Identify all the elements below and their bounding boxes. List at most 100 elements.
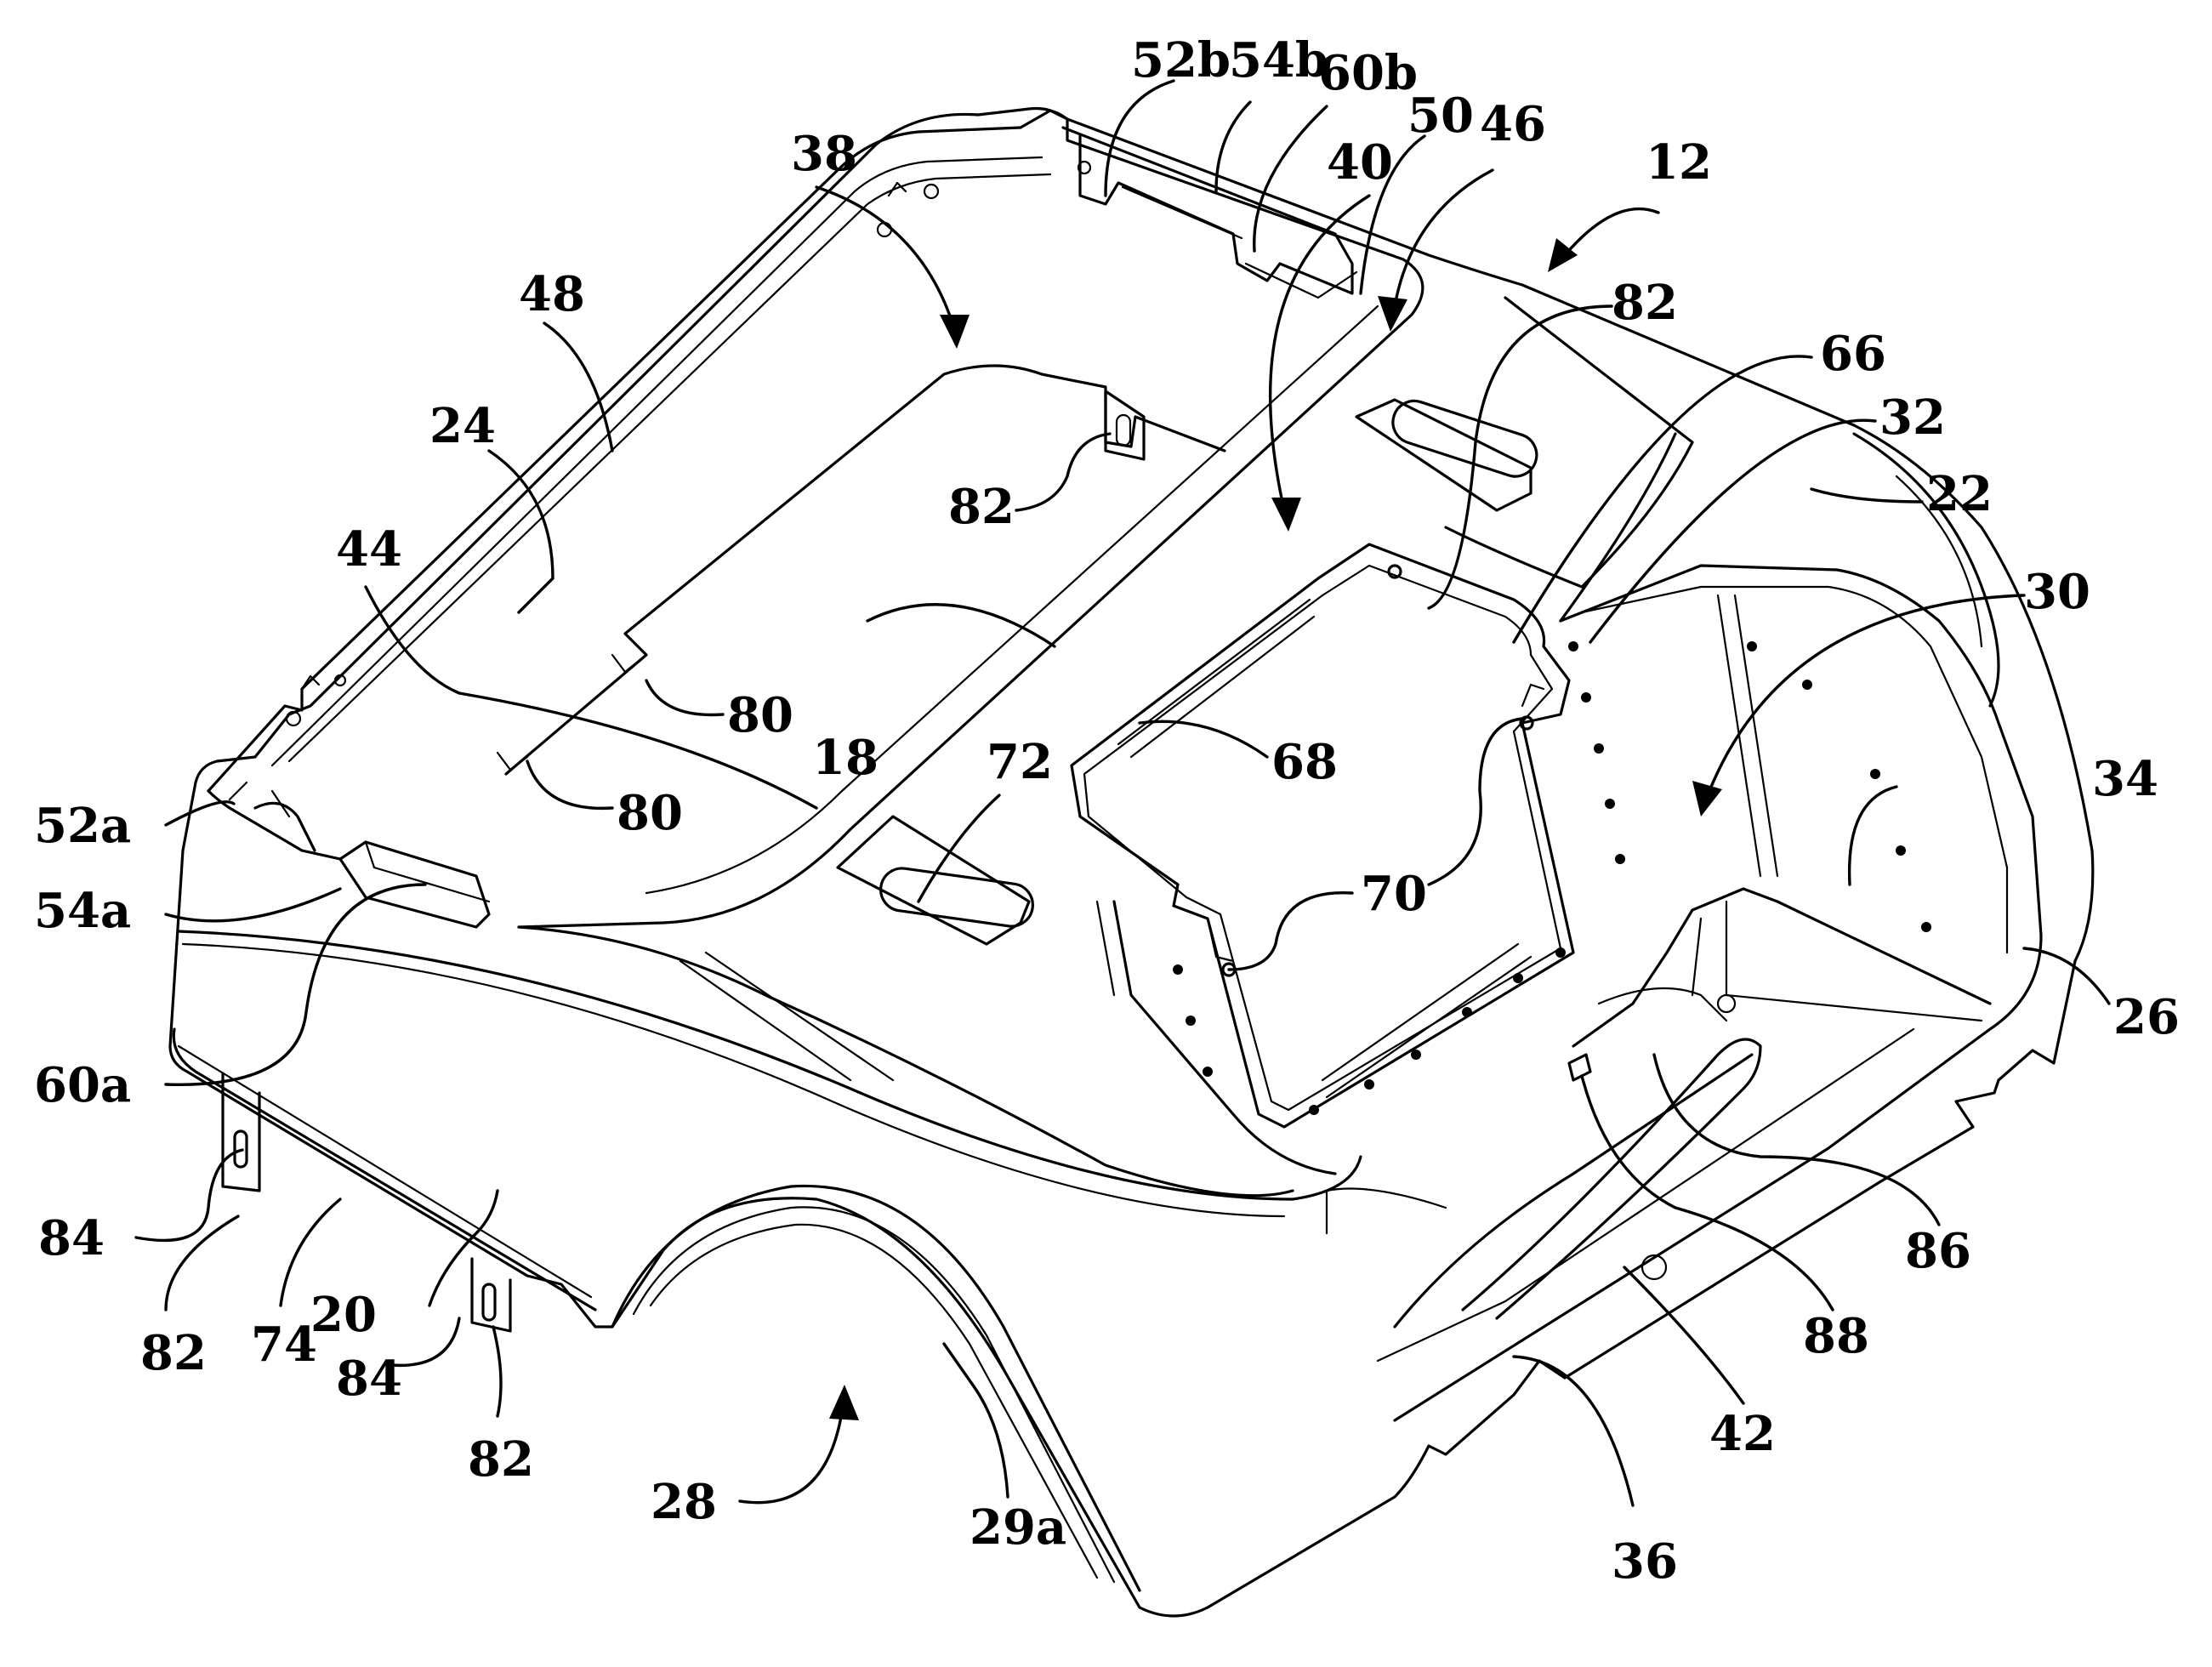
bracket-54a-inner: [366, 842, 489, 902]
ref-84-left: 84: [38, 1210, 105, 1266]
ref-18: 18: [812, 730, 879, 786]
seat-well-inner-rim-2: [289, 174, 1050, 761]
compartment-crease: [1718, 595, 1777, 876]
fastener-hole: [1555, 947, 1566, 958]
ref-42: 42: [1709, 1406, 1776, 1462]
arrow-46: [1378, 296, 1407, 332]
clip-88: [1569, 1055, 1590, 1080]
ref-12: 12: [1646, 134, 1712, 191]
compartment-inner: [1582, 587, 2007, 953]
ref-34: 34: [2092, 751, 2158, 807]
fastener-holes: [1173, 641, 1931, 1115]
leader-60a: [166, 885, 425, 1084]
compartment-floor: [1573, 889, 1990, 1046]
rear-seat-well: [208, 111, 1423, 927]
opening-flange-2: [1322, 944, 1531, 1097]
ref-30: 30: [2024, 564, 2090, 620]
leader-36: [1514, 1357, 1633, 1505]
leader-22: [1811, 489, 1922, 502]
leader-82-left: [166, 1216, 238, 1310]
leader-54a: [166, 889, 340, 921]
ref-60b: 60b: [1318, 45, 1418, 101]
fastener-hole: [1747, 641, 1757, 651]
fastener-hole: [1870, 769, 1880, 779]
leader-80-upper: [646, 680, 723, 715]
ref-20: 20: [310, 1287, 377, 1343]
arrow-28: [829, 1385, 859, 1420]
fastener-hole: [1186, 1016, 1196, 1026]
arrow-38: [940, 315, 970, 349]
ref-52b: 52b: [1131, 32, 1231, 88]
leader-34: [1850, 787, 1896, 885]
ref-74: 74: [251, 1317, 317, 1373]
arrow-40: [1271, 498, 1301, 532]
fastener-hole: [1615, 854, 1625, 864]
seat-well-left-rim: [208, 128, 1021, 791]
ref-82-left: 82: [140, 1325, 207, 1381]
divider-notch-2: [498, 753, 527, 770]
compartment-wall: [1327, 1189, 1446, 1234]
ref-44: 44: [336, 521, 402, 577]
ref-46: 46: [1480, 96, 1546, 152]
fastener-hole: [1921, 922, 1931, 932]
center-panel-right-edge-2: [1561, 434, 1675, 621]
ref-40: 40: [1327, 134, 1393, 191]
leader-84-left: [136, 1150, 242, 1240]
ref-82-bottom: 82: [468, 1431, 534, 1488]
ref-38: 38: [791, 126, 857, 182]
skirt-bead: [179, 1046, 591, 1297]
leader-66: [1514, 356, 1811, 642]
seat-well-inner-rim: [272, 157, 1042, 765]
body-outline: [170, 109, 2093, 1617]
mount-tab-right-slot: [483, 1284, 495, 1320]
ref-80-upper: 80: [727, 687, 793, 743]
ref-32: 32: [1879, 390, 1946, 446]
leader-20: [429, 1191, 498, 1306]
fastener-hole: [1802, 680, 1812, 690]
opening-inner: [1084, 566, 1561, 1110]
leader-46: [1395, 170, 1493, 306]
ref-80-lower: 80: [617, 785, 683, 841]
rail-hole-3: [924, 185, 938, 198]
leader-72: [918, 795, 999, 902]
ref-52a: 52a: [34, 798, 131, 854]
ref-70: 70: [1361, 866, 1427, 922]
ref-29a: 29a: [970, 1499, 1066, 1556]
ref-24: 24: [429, 398, 496, 454]
leader-82-bottom: [493, 1327, 501, 1416]
ref-48: 48: [519, 266, 585, 322]
leader-12: [1565, 209, 1658, 255]
leader-18: [867, 605, 1055, 646]
fastener-hole: [1364, 1079, 1374, 1090]
fastener-hole: [1411, 1050, 1421, 1060]
fastener-hole: [1896, 845, 1906, 856]
fastener-hole: [1605, 799, 1615, 809]
leader-70-lower: [1229, 893, 1352, 970]
top-tab-82: [1106, 391, 1144, 459]
fastener-hole: [1568, 641, 1578, 651]
leader-42: [1624, 1267, 1743, 1403]
leader-lines: [136, 81, 2109, 1505]
fastener-hole: [1581, 692, 1591, 703]
leader-48: [544, 323, 612, 451]
corner-52a-inner: [230, 782, 289, 816]
ref-60a: 60a: [34, 1057, 131, 1113]
ref-82-top: 82: [948, 479, 1015, 535]
ref-36: 36: [1612, 1533, 1678, 1590]
fastener-hole: [1513, 973, 1523, 983]
leader-88: [1582, 1076, 1833, 1310]
fastener-hole: [1594, 743, 1604, 754]
fastener-hole: [1173, 964, 1183, 975]
fastener-hole: [1309, 1105, 1319, 1115]
fastener-hole: [1203, 1067, 1213, 1077]
leader-38: [816, 187, 952, 323]
ref-28: 28: [651, 1474, 717, 1530]
leader-30: [1709, 595, 2024, 791]
crease-1: [680, 961, 850, 1080]
fastener-hole: [1462, 1007, 1472, 1017]
ref-86: 86: [1905, 1223, 1971, 1279]
ref-68: 68: [1271, 734, 1338, 790]
arrow-12: [1548, 238, 1578, 272]
